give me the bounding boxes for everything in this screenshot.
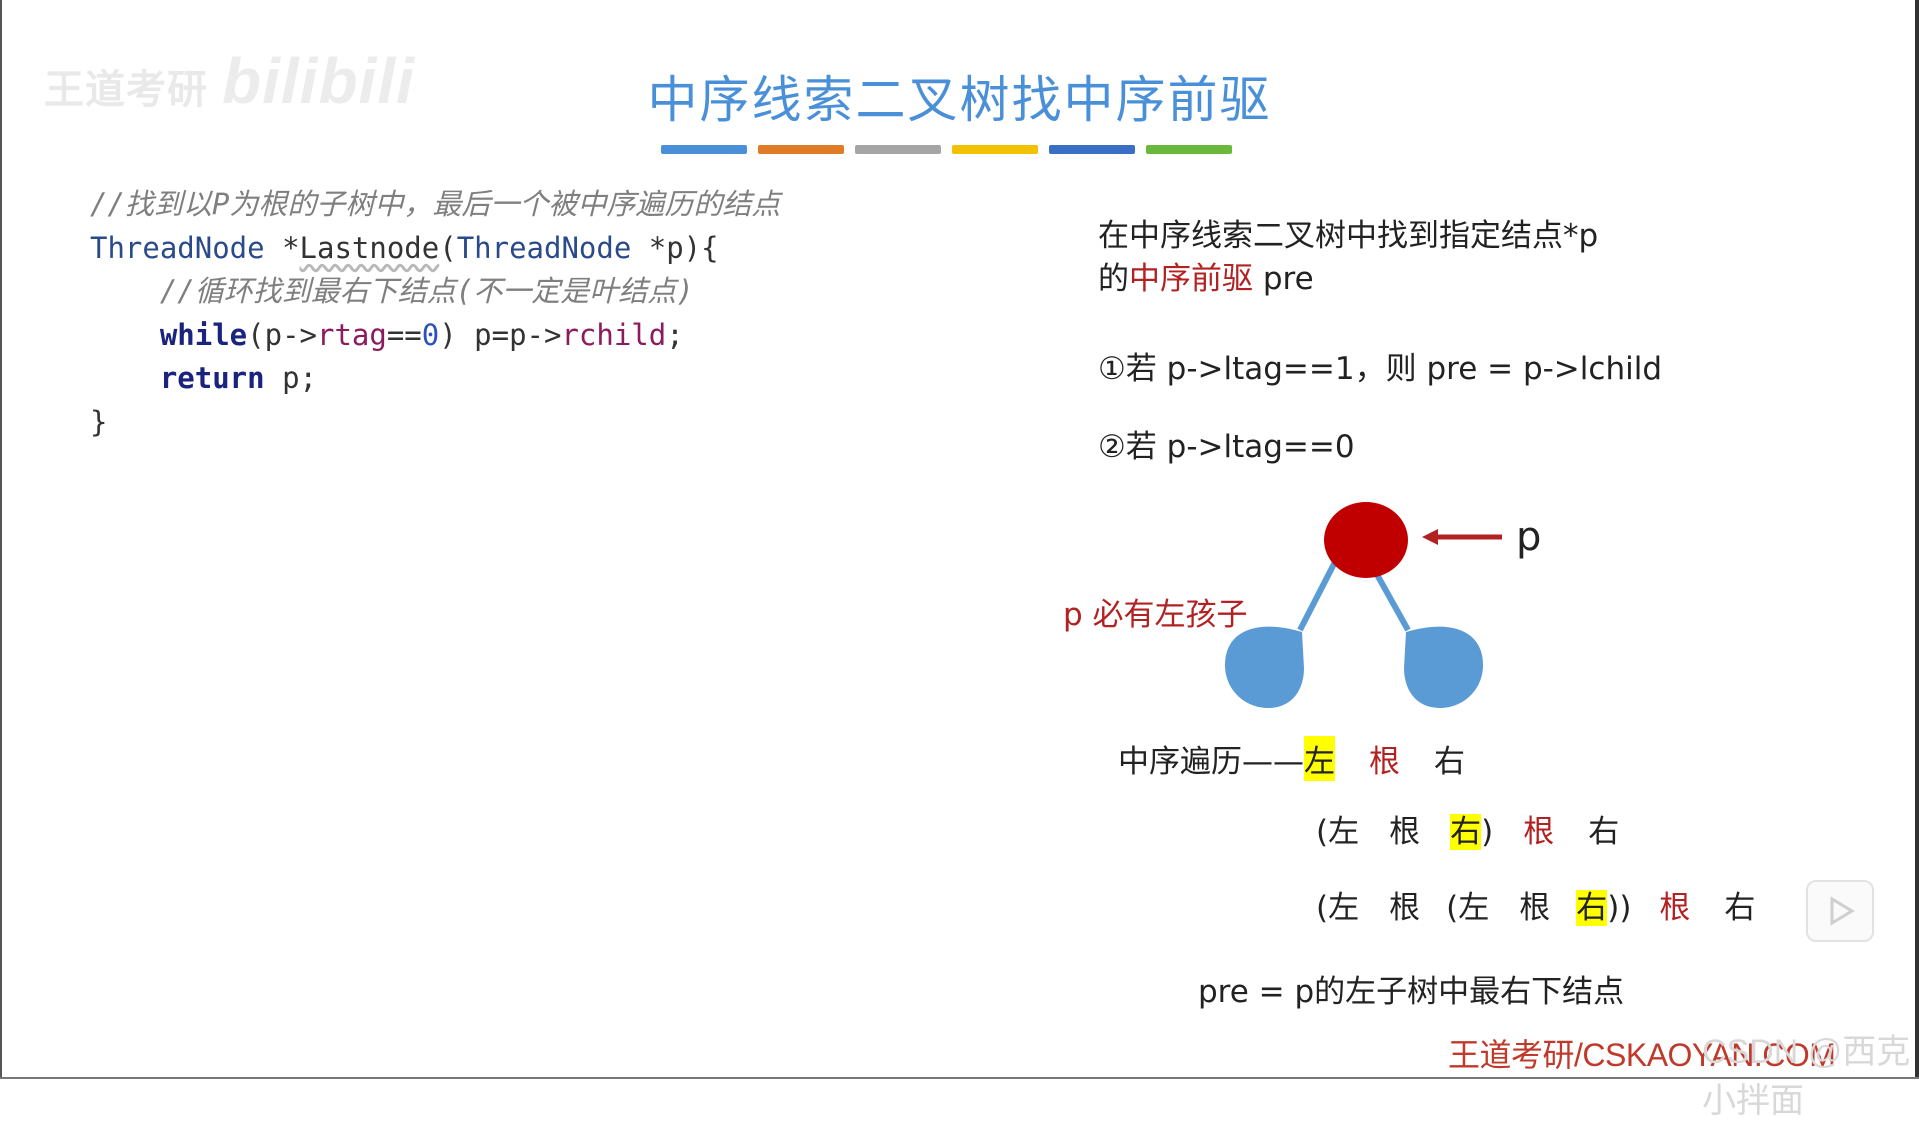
case-2: ②若 p->ltag==0 bbox=[1098, 429, 1355, 465]
play-icon bbox=[1830, 896, 1855, 926]
right-subtree-shape bbox=[1404, 626, 1483, 708]
left-subtree-shape bbox=[1225, 626, 1304, 708]
seq-2-outer-right: 右 bbox=[1588, 814, 1620, 850]
code-paren: ( bbox=[439, 230, 457, 265]
seq-2-right-group: 右) bbox=[1450, 806, 1493, 851]
code-keyword-while: while bbox=[159, 317, 248, 352]
code-number: 0 bbox=[421, 317, 440, 352]
frame-right-border bbox=[1915, 0, 1919, 1079]
seq-2-right: 右 bbox=[1450, 814, 1482, 850]
desc-line-2: 的中序前驱 pre bbox=[1098, 253, 1314, 298]
seq-3-inner-right-close: )) bbox=[1607, 890, 1632, 926]
code-return-rest: p; bbox=[264, 361, 317, 395]
code-field-rchild: rchild bbox=[561, 317, 667, 352]
code-while-c: ) p=p-> bbox=[439, 317, 562, 352]
seq-3-inner-right: 右 bbox=[1576, 890, 1608, 926]
code-star: * bbox=[264, 230, 300, 265]
left-child-note: p 必有左孩子 bbox=[1063, 597, 1248, 633]
case-1: ①若 p->ltag==1，则 pre = p->lchild bbox=[1098, 351, 1662, 387]
conclusion: pre = p的左子树中最右下结点 bbox=[1198, 974, 1625, 1010]
code-block: //找到以P为根的子树中，最后一个被中序遍历的结点 ThreadNode *La… bbox=[90, 183, 780, 444]
code-while-d: ; bbox=[666, 317, 684, 352]
slide-title: 中序线索二叉树找中序前驱 bbox=[647, 71, 1272, 129]
node-p bbox=[1324, 502, 1408, 578]
seq-3-inner-right-group: 右)) bbox=[1576, 882, 1631, 927]
code-param: *p){ bbox=[631, 230, 719, 265]
bilibili-logo: bilibili bbox=[222, 45, 415, 117]
code-while-a: (p-> bbox=[247, 317, 317, 352]
code-field-rtag: rtag bbox=[317, 317, 387, 352]
code-closing-brace: } bbox=[90, 404, 108, 439]
seq-3-outer-root: 根 bbox=[1659, 890, 1691, 926]
desc-line-2-a: 的 bbox=[1098, 261, 1129, 297]
code-comment-2: //循环找到最右下结点(不一定是叶结点) bbox=[159, 274, 694, 308]
code-keyword-return: return bbox=[159, 361, 265, 395]
channel-watermark: 王道考研 bilibili bbox=[44, 44, 415, 118]
title-color-bar bbox=[1146, 145, 1232, 154]
title-color-bar bbox=[1049, 145, 1135, 154]
footer-brand: 王道考研/CSKAOYAN.COM bbox=[1448, 1037, 1836, 1073]
frame-bottom-border bbox=[0, 1077, 1919, 1079]
code-function-name: Lastnode bbox=[299, 230, 440, 265]
desc-line-2-b: pre bbox=[1253, 261, 1314, 297]
left-edge bbox=[1297, 560, 1338, 632]
seq-1-left: 左 bbox=[1304, 736, 1335, 781]
seq-1-right: 右 bbox=[1434, 744, 1465, 780]
seq-3-inner-left: (左 bbox=[1446, 890, 1490, 926]
code-param-type: ThreadNode bbox=[456, 230, 632, 265]
desc-highlight-term: 中序前驱 bbox=[1129, 261, 1253, 297]
inorder-row-3: (左根(左根右))根右 bbox=[1316, 882, 1755, 927]
seq-2-right-close: ) bbox=[1481, 814, 1494, 850]
seq-3-inner-root: 根 bbox=[1519, 890, 1551, 926]
seq-2-left: (左 bbox=[1316, 814, 1360, 850]
seq-2-root: 根 bbox=[1389, 814, 1421, 850]
seq-3-left: (左 bbox=[1316, 890, 1360, 926]
tree-diagram: p bbox=[1225, 502, 1541, 708]
play-button[interactable] bbox=[1806, 880, 1874, 942]
inorder-row-2: (左根右)根右 bbox=[1316, 806, 1619, 851]
pointer-label: p bbox=[1516, 514, 1541, 560]
seq-1-root: 根 bbox=[1369, 744, 1400, 780]
title-color-bar bbox=[855, 145, 941, 154]
seq-3-root: 根 bbox=[1389, 890, 1421, 926]
seq-prefix: 中序遍历—— bbox=[1118, 744, 1304, 780]
title-color-bar bbox=[661, 145, 747, 154]
watermark-brand: 王道考研 bbox=[44, 68, 208, 112]
seq-3-outer-right: 右 bbox=[1724, 890, 1756, 926]
title-color-bar bbox=[952, 145, 1038, 154]
code-comment-1: //找到以P为根的子树中，最后一个被中序遍历的结点 bbox=[90, 187, 781, 221]
code-while-b: == bbox=[386, 317, 422, 352]
inorder-row-1: 中序遍历——左根右 bbox=[1118, 736, 1465, 781]
code-type: ThreadNode bbox=[90, 230, 265, 265]
seq-2-outer-root: 根 bbox=[1523, 814, 1555, 850]
title-color-bar bbox=[758, 145, 844, 154]
pointer-arrow-head bbox=[1422, 529, 1438, 545]
desc-line-1: 在中序线索二叉树中找到指定结点*p bbox=[1098, 218, 1599, 254]
footer-overlay: CSDN @西克小拌面 bbox=[1702, 1033, 1911, 1120]
frame-left-border bbox=[0, 0, 2, 1079]
